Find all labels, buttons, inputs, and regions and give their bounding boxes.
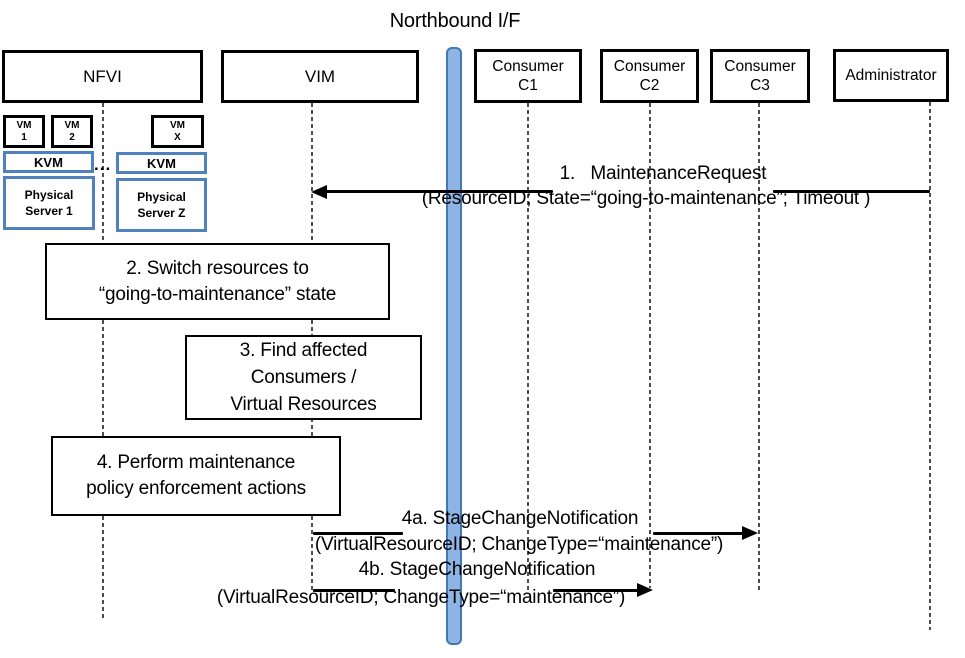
northbound-interface-bar <box>446 47 462 645</box>
kvm-right-box: KVM <box>116 152 207 174</box>
message-4b-params: (VirtualResourceID; ChangeType=“maintena… <box>216 587 626 608</box>
message-4a-arrow-right-segment <box>653 532 744 535</box>
message-4a-arrowhead <box>742 526 758 540</box>
entity-consumer-c2-label: Consumer C2 <box>613 57 686 94</box>
vm-1-box: VM 1 <box>3 115 45 148</box>
physical-server-1-box: Physical Server 1 <box>3 176 95 230</box>
message-4a-title: 4a. StageChangeNotification <box>401 508 639 529</box>
entity-consumer-c3: Consumer C3 <box>710 49 810 103</box>
entity-consumer-c2: Consumer C2 <box>600 49 699 103</box>
physical-server-z-box: Physical Server Z <box>116 178 207 232</box>
kvm-left-box: KVM <box>3 151 94 173</box>
entity-nfvi: NFVI <box>2 50 203 103</box>
message-1-title: 1. MaintenanceRequest <box>559 163 767 184</box>
vm-x-box: VM X <box>151 115 204 148</box>
message-1-arrow-left-segment <box>326 190 553 193</box>
lifeline-consumer-c3 <box>758 103 760 592</box>
lifeline-consumer-c2 <box>649 103 651 588</box>
entity-consumer-c1-label: Consumer C1 <box>492 57 564 94</box>
lifeline-nfvi <box>102 103 104 620</box>
message-4a-arrow-left-segment <box>313 532 403 535</box>
message-1-params: (ResourceID; State=“going-to-maintenance… <box>421 188 871 209</box>
message-1-arrow-right-segment <box>773 190 930 193</box>
entity-administrator-label: Administrator <box>845 66 937 84</box>
lifeline-consumer-c1 <box>527 103 529 594</box>
diagram-title: Northbound I/F <box>389 10 521 32</box>
entity-administrator: Administrator <box>833 49 949 102</box>
entity-vim-label: VIM <box>304 66 336 86</box>
message-4a-params: (VirtualResourceID; ChangeType=“maintena… <box>314 534 724 555</box>
message-4b-title: 4b. StageChangeNotification <box>358 559 596 580</box>
ellipsis-dots: ... <box>94 155 112 174</box>
message-4b-arrow-right-segment <box>553 589 639 592</box>
lifeline-administrator <box>929 102 931 630</box>
step-4-box: 4. Perform maintenance policy enforcemen… <box>51 436 341 516</box>
step-2-box: 2. Switch resources to “going-to-mainten… <box>45 243 390 320</box>
entity-nfvi-label: NFVI <box>83 66 122 86</box>
entity-vim: VIM <box>221 50 419 103</box>
entity-consumer-c1: Consumer C1 <box>474 49 582 103</box>
vm-2-box: VM 2 <box>51 115 93 148</box>
message-4b-arrowhead <box>637 583 653 597</box>
message-4b-arrow-left-segment <box>313 589 395 592</box>
step-3-box: 3. Find affected Consumers / Virtual Res… <box>185 335 422 420</box>
message-1-arrowhead <box>311 185 327 199</box>
entity-consumer-c3-label: Consumer C3 <box>724 57 796 94</box>
